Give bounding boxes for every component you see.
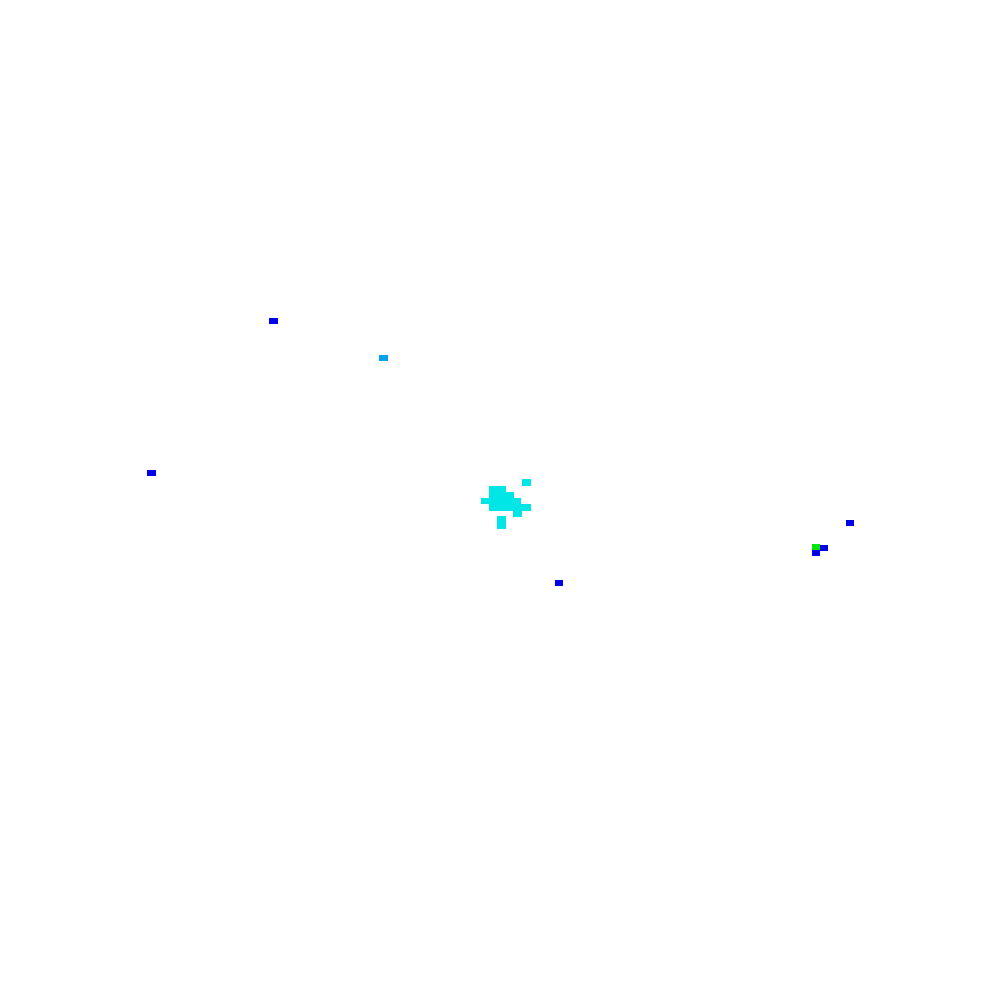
cyan-cluster — [481, 479, 531, 529]
cyan-cluster-pixel — [497, 516, 506, 529]
blue-speck — [846, 520, 854, 526]
cyan-cluster-pixel — [522, 479, 531, 486]
light-blue-speck-pixel — [379, 355, 388, 361]
cyan-cluster-pixel — [489, 492, 514, 498]
green-speck-pixel — [812, 544, 820, 550]
blue-speck-pixel — [812, 550, 820, 556]
cyan-cluster-pixel — [481, 498, 521, 504]
blue-speck-pixel — [269, 318, 278, 324]
light-blue-speck — [379, 355, 388, 361]
blue-speck — [555, 580, 563, 586]
cyan-cluster-pixel — [489, 504, 531, 511]
blue-speck-pixel — [555, 580, 563, 586]
blue-speck — [147, 470, 156, 476]
cyan-cluster-pixel — [513, 511, 522, 517]
blue-speck-pixel — [820, 545, 828, 551]
cyan-cluster-pixel — [489, 486, 506, 492]
blue-speck — [812, 545, 828, 556]
blue-speck-pixel — [147, 470, 156, 476]
blue-speck-pixel — [846, 520, 854, 526]
blue-speck — [269, 318, 278, 324]
green-speck — [812, 544, 820, 550]
